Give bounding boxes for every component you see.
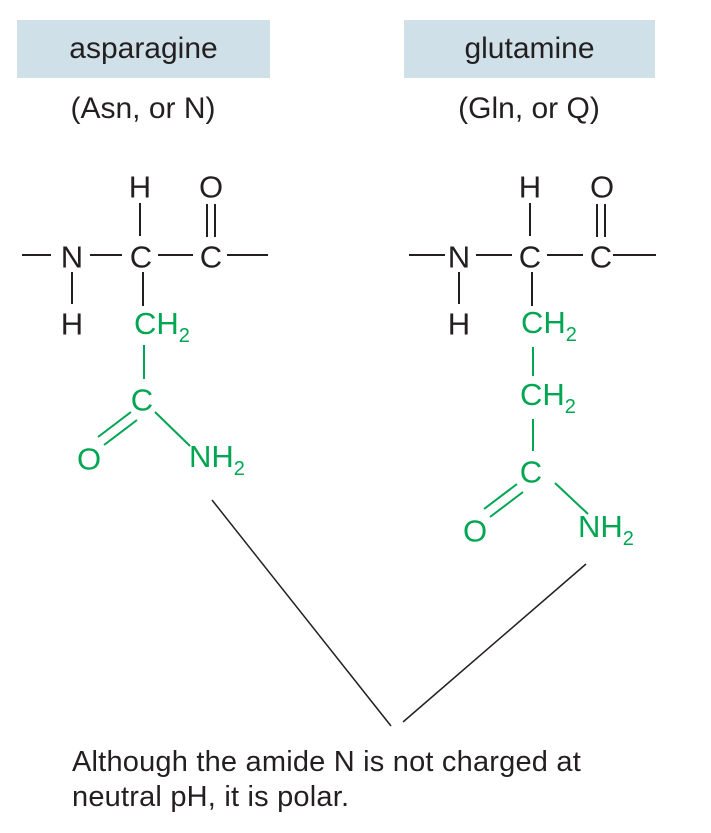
glutamine-abbreviation: (Gln, or Q) bbox=[458, 92, 600, 125]
asn-o-top-atom: O bbox=[198, 169, 224, 205]
gln-nh2-subscript: 2 bbox=[622, 528, 634, 550]
asn-nh2-group: NH2 bbox=[189, 441, 245, 479]
asn-ccarbonyl-atom: C bbox=[199, 239, 223, 275]
glutamine-title: glutamine bbox=[464, 32, 595, 65]
asn-h-top-atom: H bbox=[128, 169, 152, 205]
asn-n-atom: N bbox=[60, 239, 84, 275]
gln-h-top-atom: H bbox=[518, 169, 542, 205]
asn-ch2-base: CH bbox=[134, 306, 179, 341]
gln-ch2-2-group: CH2 bbox=[520, 379, 576, 417]
gln-ch2-2-base: CH bbox=[520, 377, 565, 412]
gln-oside-atom: O bbox=[462, 513, 488, 549]
caption-line-1: Although the amide N is not charged at bbox=[72, 746, 581, 778]
gln-n-atom: N bbox=[447, 239, 471, 275]
gln-ch2-2-subscript: 2 bbox=[564, 396, 576, 418]
asparagine-header: asparagine bbox=[17, 20, 270, 78]
asn-h-amide-atom: H bbox=[60, 306, 84, 342]
asn-calpha-atom: C bbox=[129, 239, 153, 275]
asn-leader-line bbox=[211, 499, 392, 727]
gln-ch2-1-subscript: 2 bbox=[565, 324, 577, 346]
gln-h-amide-atom: H bbox=[447, 306, 471, 342]
gln-o-top-atom: O bbox=[589, 169, 615, 205]
gln-cside-atom: C bbox=[519, 454, 543, 490]
figure-caption: Although the amide N is not charged at n… bbox=[72, 745, 581, 815]
glutamine-header: glutamine bbox=[404, 20, 655, 78]
gln-nh2-group: NH2 bbox=[578, 511, 634, 549]
asn-cside-nh2-bond bbox=[154, 411, 191, 447]
gln-cside-o-double-bond-2 bbox=[489, 491, 524, 518]
asn-cside-o-double-bond-1 bbox=[97, 411, 132, 438]
asn-cside-atom: C bbox=[130, 382, 154, 418]
caption-line-2: neutral pH, it is polar. bbox=[72, 781, 350, 813]
gln-leader-line bbox=[402, 563, 587, 723]
gln-ccarbonyl-atom: C bbox=[589, 239, 613, 275]
asparagine-title: asparagine bbox=[69, 32, 218, 65]
gln-cside-nh2-bond bbox=[554, 482, 589, 515]
asn-nh2-base: NH bbox=[189, 439, 234, 474]
asn-oside-atom: O bbox=[76, 441, 102, 477]
gln-nh2-base: NH bbox=[578, 509, 623, 544]
gln-ch2-1-base: CH bbox=[521, 305, 566, 340]
asparagine-abbreviation: (Asn, or N) bbox=[70, 92, 216, 125]
gln-ch2-1-group: CH2 bbox=[521, 307, 577, 345]
gln-cside-o-double-bond-1 bbox=[483, 483, 518, 510]
asn-cside-o-double-bond-2 bbox=[103, 419, 138, 446]
asn-ch2-group: CH2 bbox=[134, 308, 190, 346]
asn-ch2-subscript: 2 bbox=[178, 325, 190, 347]
asn-nh2-subscript: 2 bbox=[233, 458, 245, 480]
gln-calpha-atom: C bbox=[518, 239, 542, 275]
